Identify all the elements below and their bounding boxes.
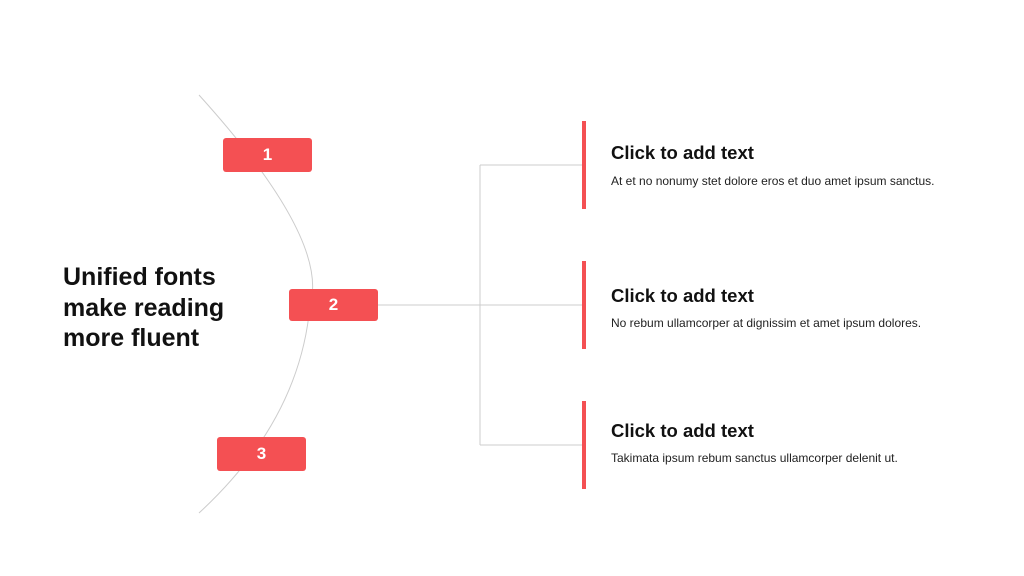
item-heading[interactable]: Click to add text (611, 285, 754, 306)
accent-bar (582, 121, 586, 209)
slide-title: Unified fonts make reading more fluent (63, 263, 225, 352)
item-description[interactable]: Takimata ipsum rebum sanctus ullamcorper… (611, 451, 898, 465)
accent-bar (582, 261, 586, 349)
step-badge-1: 1 (223, 138, 312, 172)
step-badge-3: 3 (217, 437, 306, 471)
item-heading[interactable]: Click to add text (611, 142, 754, 163)
step-badge-2: 2 (289, 289, 378, 321)
accent-bar (582, 401, 586, 489)
item-description[interactable]: At et no nonumy stet dolore eros et duo … (611, 174, 935, 188)
item-description[interactable]: No rebum ullamcorper at dignissim et ame… (611, 316, 922, 330)
item-heading[interactable]: Click to add text (611, 420, 754, 441)
